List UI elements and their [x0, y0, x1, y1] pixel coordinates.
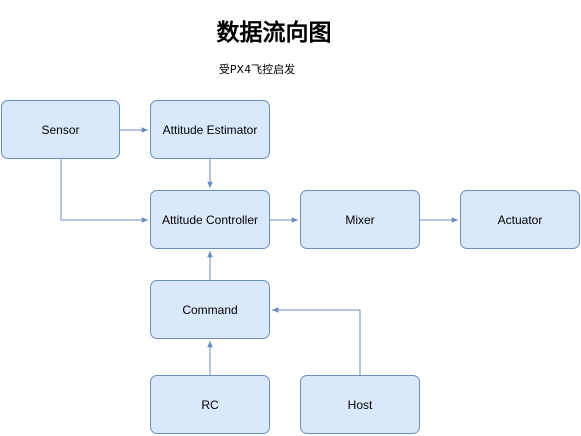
node-actuator[interactable]: Actuator	[460, 190, 580, 249]
node-mixer-label: Mixer	[345, 212, 375, 227]
node-actuator-label: Actuator	[497, 212, 543, 227]
node-mixer[interactable]: Mixer	[300, 190, 420, 249]
node-attitude-controller[interactable]: Attitude Controller	[150, 190, 270, 249]
diagram-subtitle: 受PX4飞控启发	[218, 63, 296, 76]
edge-sensor-to-controller	[60, 159, 148, 223]
node-attitude-estimator[interactable]: Attitude Estimator	[150, 100, 270, 159]
node-command-label: Command	[182, 302, 238, 317]
node-host[interactable]: Host	[300, 375, 420, 434]
node-attitude-controller-label: Attitude Controller	[161, 212, 259, 227]
edge-host-to-command	[272, 307, 361, 375]
node-rc[interactable]: RC	[150, 375, 270, 434]
node-rc-label: RC	[201, 397, 219, 412]
diagram-title: 数据流向图	[216, 20, 332, 46]
node-host-label: Host	[347, 397, 373, 412]
node-attitude-estimator-label: Attitude Estimator	[162, 122, 258, 137]
node-command[interactable]: Command	[150, 280, 270, 339]
node-sensor-label: Sensor	[41, 122, 80, 137]
node-sensor[interactable]: Sensor	[1, 100, 120, 159]
